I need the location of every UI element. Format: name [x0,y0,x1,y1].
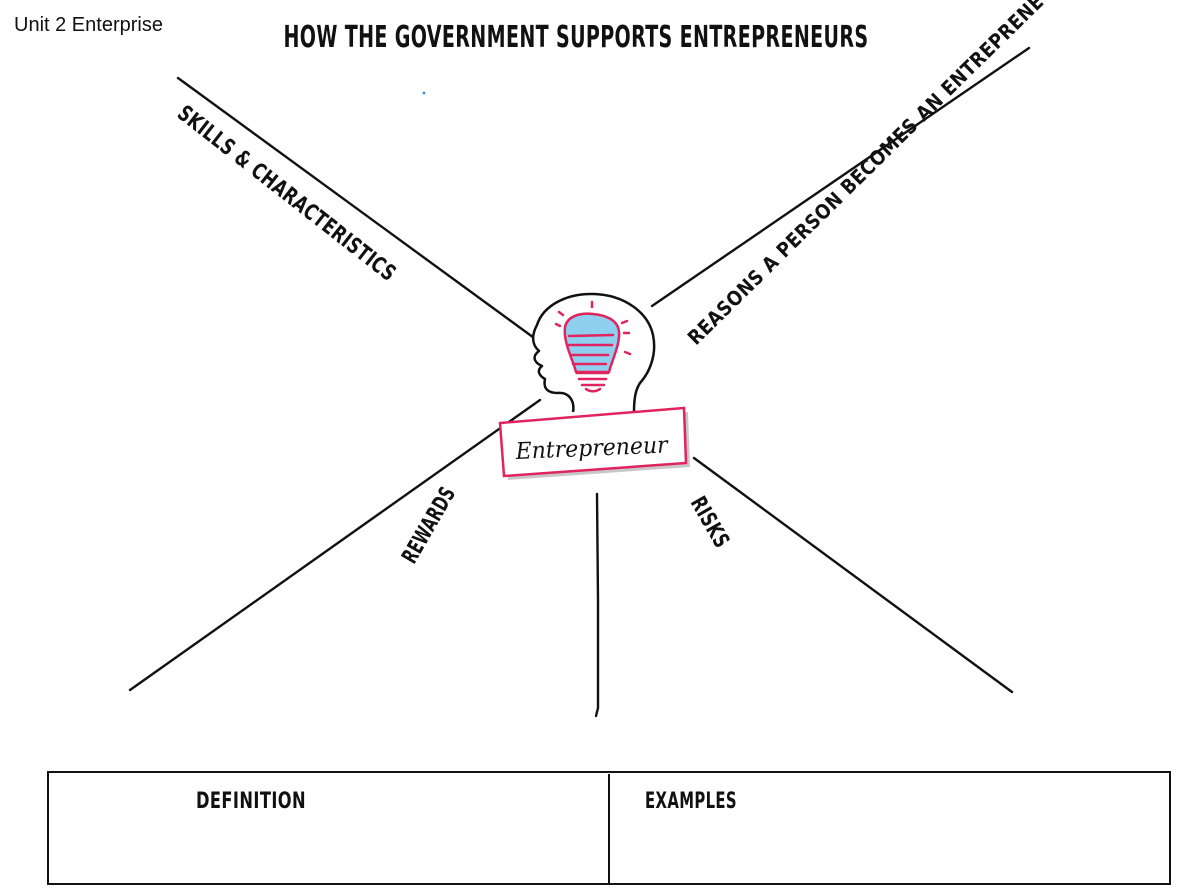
stray-dot [422,91,426,95]
entrepreneur-label: Entrepreneur [498,406,690,480]
lightbulb-head-icon [531,292,656,413]
page-title: HOW THE GOVERNMENT SUPPORTS ENTREPRENEUR… [284,20,869,55]
definition-examples-table [47,771,1171,885]
branch-label-skills: SKILLS & CHARACTERISTICS [172,101,400,287]
unit-label: Unit 2 Enterprise [14,14,163,36]
branch-line-skills [176,76,543,345]
table-header-definition: DEFINITION [196,789,306,814]
branch-line-rewards [128,398,542,692]
branch-label-risks: RISKS [685,493,734,553]
branch-line-risks [692,456,1014,694]
branch-line-reasons [650,46,1031,308]
table-header-examples: EXAMPLES [645,789,737,814]
branch-line-definition [594,492,600,718]
branch-label-rewards: REWARDS [398,483,462,568]
